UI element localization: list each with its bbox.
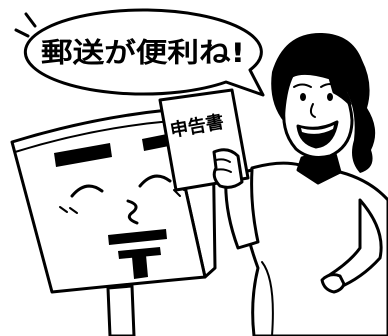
postal-mark-mouth	[108, 229, 167, 279]
speech-bubble: 郵送が便利ね!	[23, 8, 265, 97]
finger-line	[214, 168, 232, 173]
emphasis-marks	[14, 12, 37, 38]
blush-mark	[69, 207, 78, 214]
woman-eyebrow-left	[293, 83, 312, 88]
mailbox-nose	[126, 199, 139, 225]
postal-mark-middle-bar	[118, 247, 161, 259]
woman-teeth	[301, 125, 334, 134]
speech-bubble-outline	[23, 8, 265, 97]
woman-raised-arm	[224, 168, 260, 250]
mailbox-slot-left	[54, 143, 112, 167]
woman-eye-left	[300, 93, 306, 101]
mailbox-lid-line	[14, 120, 172, 153]
mailbox-eye-left	[70, 184, 104, 198]
postal-mark-top-bar	[108, 229, 167, 245]
woman-hip-arm	[326, 198, 383, 290]
emphasis-mark	[14, 28, 30, 38]
blush-mark	[59, 206, 68, 213]
emphasis-mark	[24, 12, 37, 28]
woman-eye-right	[327, 93, 333, 101]
woman-hair	[271, 32, 376, 173]
mailbox-pole	[106, 284, 136, 336]
woman-nose	[309, 103, 316, 118]
speech-bubble-text: 郵送が便利ね!	[41, 37, 245, 69]
postal-mark-stem	[132, 255, 148, 279]
woman-eyebrow-right	[320, 83, 341, 88]
woman-character	[224, 32, 388, 336]
mailbox-pole-post	[106, 284, 136, 336]
mailbox-eye-right	[138, 174, 172, 188]
woman-hip-hand	[320, 273, 346, 294]
woman-holding-hand	[212, 148, 244, 189]
blouse-fold-line	[261, 261, 274, 336]
finger-line	[215, 158, 231, 163]
